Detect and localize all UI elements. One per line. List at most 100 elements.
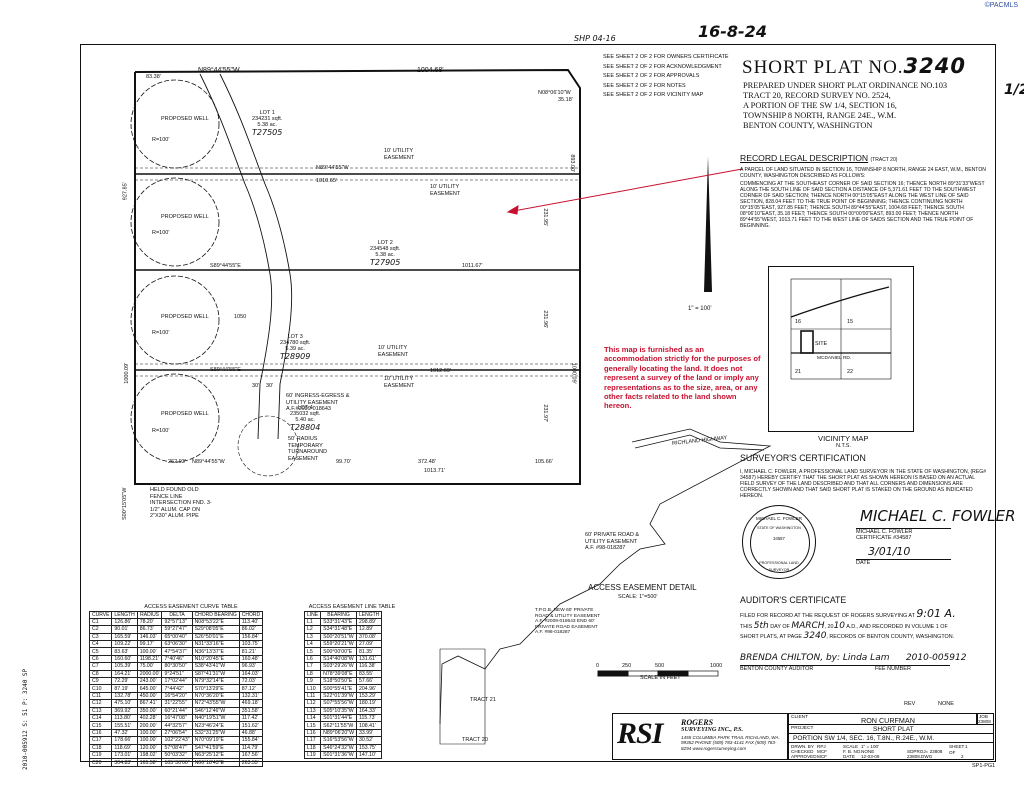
left-distance-bottom: 1000.09' (124, 362, 131, 384)
plat-sheet (80, 44, 996, 762)
table-cell: 57.66' (355, 676, 383, 686)
table-cell: 2000.00' (136, 669, 163, 679)
table-cell: 103.75' (238, 640, 264, 649)
table-cell: L2 (303, 625, 322, 634)
table-cell: 105°30'00" (161, 758, 193, 767)
tract-label: TRACT 20 (462, 737, 488, 743)
table-cell: 114.79' (238, 743, 264, 752)
bottom-total: 1013.71' (424, 468, 445, 474)
table-cell: C13 (88, 706, 113, 715)
left-distance: 927.85' (122, 182, 129, 201)
table-cell: 86.02' (238, 625, 264, 634)
vicinity-title: VICINITY MAP (818, 434, 869, 443)
table-cell: S05°10'35"W (320, 706, 357, 715)
ingress-road-right (219, 73, 293, 440)
table-cell: C16 (88, 728, 113, 738)
table-header: RADIUS (136, 610, 163, 619)
table-cell: L1 (303, 617, 322, 627)
well-circle-2 (130, 177, 220, 267)
table-cell: S26°50'01"E (191, 632, 240, 642)
table-cell: 27°06'54" (161, 728, 193, 738)
table-cell: S46°24'32"W (320, 743, 357, 752)
table-cell: 120.00' (136, 743, 163, 752)
table-cell: 645.00' (136, 684, 163, 693)
table-cell: 109.22' (111, 640, 138, 649)
company-cell: RSI ROGERS SURVEYING INC., P.S. 1455 COL… (612, 713, 788, 760)
auditor-page: 3240 (803, 631, 827, 641)
table-cell: C8 (88, 669, 113, 679)
handwritten-reference: 16-8-24 (698, 22, 767, 41)
scale-tick: 0 (596, 663, 600, 669)
easement-label: 10' UTILITY EASEMENT (430, 184, 461, 197)
table-cell: 351.58' (238, 706, 264, 715)
sheet-ref: SEE SHEET 2 OF 2 FOR NOTES (603, 82, 686, 89)
table-cell: C7 (88, 662, 113, 671)
legal-para: COMMENCING AT THE SOUTHEAST CORNER OF SA… (740, 181, 985, 229)
job-number: 23808 (978, 719, 991, 724)
rev-value: NONE (938, 701, 954, 707)
table-cell: L16 (303, 728, 322, 738)
surveyor-date: 3/01/10 (868, 545, 911, 558)
table-header: LINE (303, 610, 322, 619)
table-cell: N78°39'08"E (320, 669, 357, 679)
table-cell: 117.42' (238, 713, 264, 723)
scale-tick: 250 (622, 663, 632, 669)
table-cell: C9 (88, 676, 113, 686)
table-cell: L18 (303, 743, 322, 752)
fee-number: 2010-005912 (905, 652, 967, 663)
sheet-ref: SEE SHEET 2 OF 2 FOR OWNERS CERTIFICATE (603, 54, 729, 60)
table-cell: 115.73' (355, 713, 383, 723)
table-cell: S70°13'29"E (191, 684, 240, 693)
table-header: BEARING (320, 610, 357, 619)
table-cell: 126.86' (111, 617, 138, 627)
company-name: SURVEYING INC., P.S. (681, 726, 744, 733)
title-block: RSI ROGERS SURVEYING INC., P.S. 1455 COL… (612, 713, 992, 760)
date-label: DATE (856, 560, 871, 566)
well-circle-4 (130, 373, 220, 463)
well-label: PROPOSED WELL (161, 116, 209, 122)
table-cell: 402.28' (136, 713, 163, 723)
handwritten-shp: SHP 04-16 (574, 34, 616, 43)
ne-bearing: N08°06'10"W (538, 90, 571, 96)
table-cell: 165.58' (136, 758, 163, 767)
section-number: 15 (847, 319, 854, 325)
table-cell: S34°31'48"E (320, 625, 357, 634)
table-cell: 132.31' (238, 691, 264, 701)
table-cell: L14 (303, 713, 322, 723)
table-cell: 86.73' (136, 625, 163, 634)
right-distance: 893.00' (569, 154, 576, 173)
handwritten-half: 1/2 (1004, 82, 1024, 98)
table-cell: 160.60' (111, 654, 138, 664)
company-logo: RSI (617, 717, 663, 750)
table-cell: 450.00' (136, 691, 163, 701)
auditor-line: , 20 (824, 623, 834, 630)
section-number: 22 (847, 369, 854, 375)
vicinity-nts: N.T.S. (836, 443, 851, 449)
lot-line-distance: 1011.67' (462, 263, 483, 269)
parcel-boundary (134, 68, 581, 485)
table-cell: 90.01' (111, 625, 138, 634)
auditor-signature: BRENDA CHILTON, by: Linda Lam (740, 652, 890, 663)
top-distance: 1004.68' (417, 67, 444, 74)
table-cell: N08°53'22"E (191, 617, 240, 627)
lot-line-bearing: S89°44'55"E (210, 367, 241, 373)
well-label: PROPOSED WELL (161, 214, 209, 220)
auditor-day: 5th (753, 620, 769, 631)
table-cell: C10 (88, 684, 113, 693)
well-label: PROPOSED WELL (161, 314, 209, 320)
table-cell: L10 (303, 684, 322, 693)
